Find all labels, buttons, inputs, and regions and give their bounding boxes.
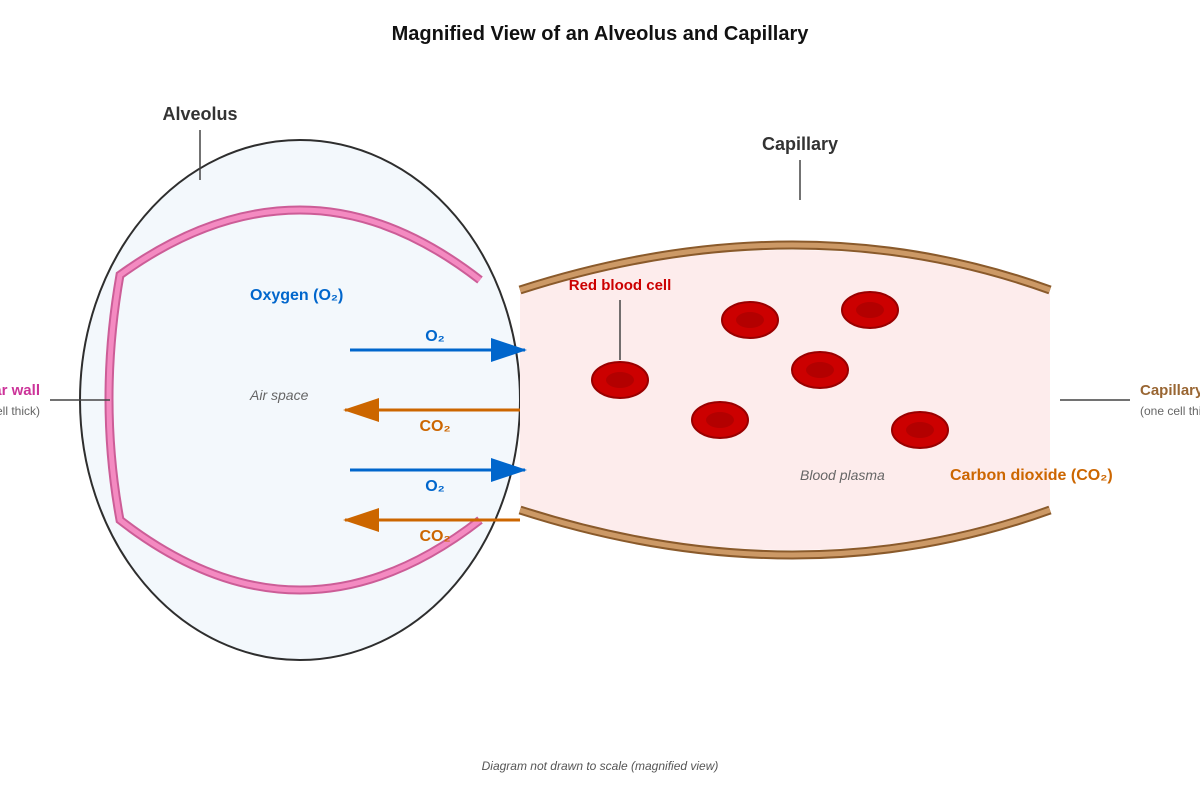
alveolar-wall-sublabel: (one cell thick) — [0, 404, 40, 418]
blood-plasma-label: Blood plasma — [800, 467, 885, 483]
alveolus — [79, 139, 521, 661]
carbon-dioxide-label: Carbon dioxide (CO₂) — [950, 467, 1113, 484]
red-blood-cell — [791, 351, 849, 389]
capillary-wall-sublabel: (one cell thick) — [1140, 404, 1200, 418]
oxygen-arrow-label: O₂ — [425, 328, 445, 345]
diagram-title: Magnified View of an Alveolus and Capill… — [392, 23, 810, 45]
oxygen-arrow-label: O₂ — [425, 478, 445, 495]
co2-arrow-label: CO₂ — [419, 528, 450, 545]
alveolar-wall-inner — [106, 207, 482, 593]
co2-arrow-label: CO₂ — [419, 418, 450, 435]
alveolus-label: Alveolus — [162, 104, 237, 124]
capillary-wall-label: Capillary wall — [1140, 382, 1200, 399]
red-blood-cell — [691, 401, 749, 439]
scale-footnote: Diagram not drawn to scale (magnified vi… — [482, 759, 719, 773]
leader-lines — [50, 130, 1130, 401]
oxygen-label: Oxygen (O₂) — [250, 287, 343, 304]
red-blood-cell — [591, 361, 649, 399]
red-blood-cell — [891, 411, 949, 449]
red-blood-cell — [721, 301, 779, 339]
capillary-wall-top-inner — [519, 242, 1051, 293]
red-blood-cell — [841, 291, 899, 329]
capillary-label: Capillary — [762, 134, 838, 154]
gas-exchange-arrows — [343, 338, 527, 532]
capillary-wall-bottom-inner — [519, 507, 1051, 558]
capillary — [518, 240, 1052, 560]
alveolar-wall-label: Alveolar wall — [0, 382, 40, 399]
red-blood-cell-label: Red blood cell — [569, 277, 672, 294]
air-space-label: Air space — [249, 387, 309, 403]
blood-plasma-region — [520, 250, 1050, 550]
red-blood-cells — [591, 291, 949, 449]
